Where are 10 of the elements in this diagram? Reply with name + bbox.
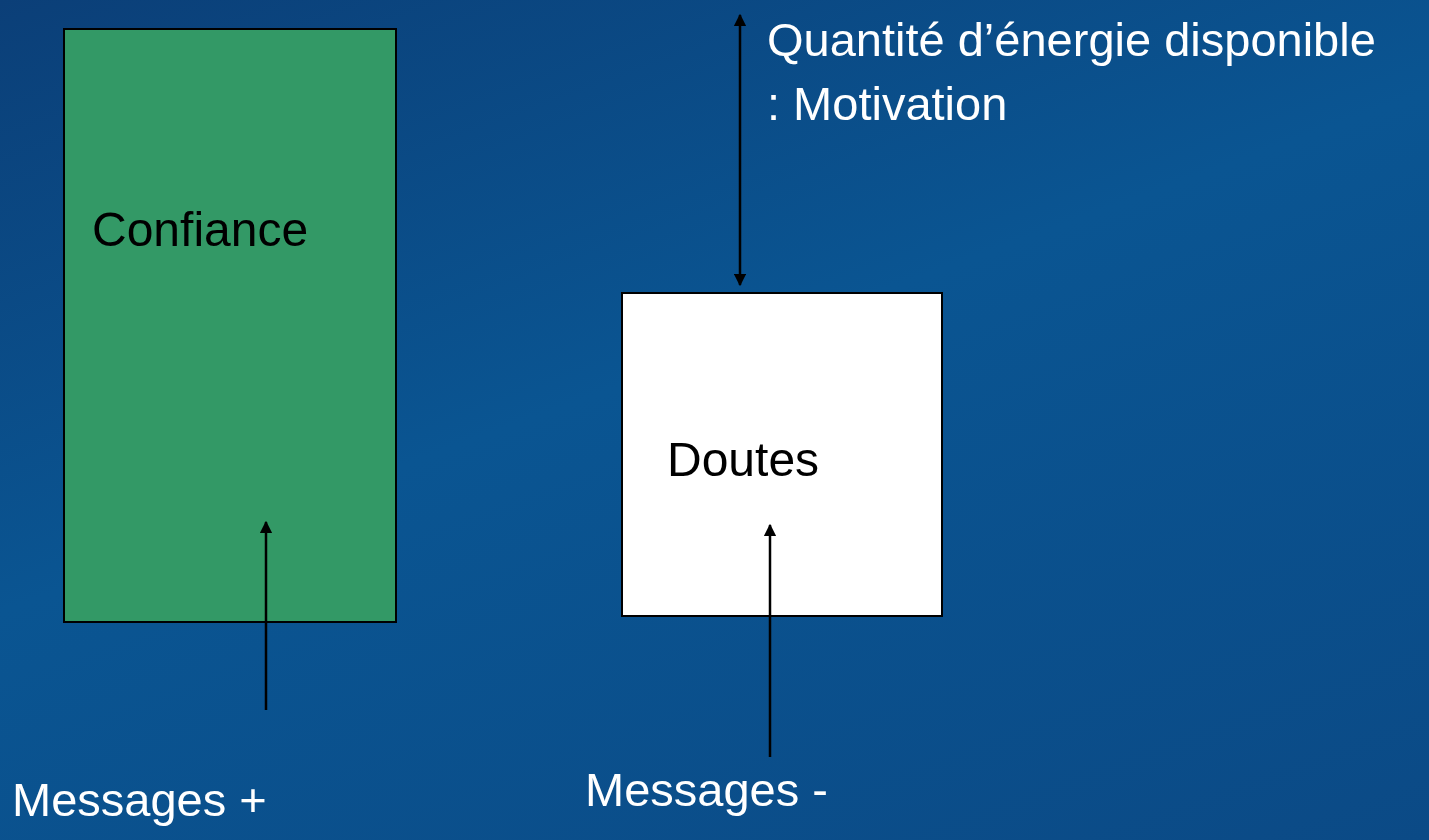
node-text: Quantité d’énergie disponible : Motivation xyxy=(767,12,1377,132)
node-text: Confiance xyxy=(92,202,309,258)
arrow xyxy=(763,523,777,757)
node-text: Messages + xyxy=(12,772,267,828)
arrow xyxy=(259,520,273,710)
box xyxy=(63,28,397,623)
node-text: Messages - xyxy=(585,762,828,818)
arrow xyxy=(733,13,747,287)
box xyxy=(621,292,943,617)
node-text: Doutes xyxy=(667,432,820,488)
